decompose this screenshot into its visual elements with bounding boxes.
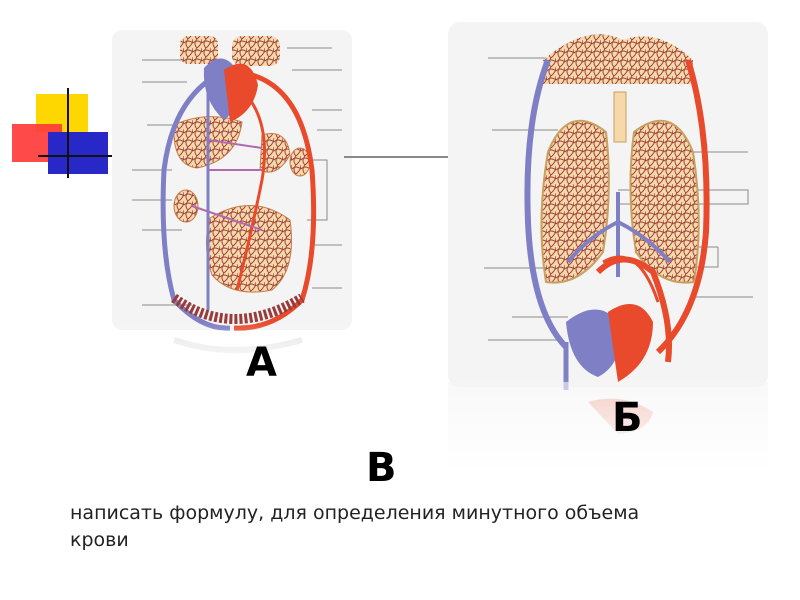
- figure-a-label: А: [246, 340, 277, 386]
- section-v-label: В: [366, 445, 397, 491]
- decorative-squares: [10, 88, 122, 180]
- deco-blue-square: [48, 132, 108, 174]
- pulmonary-circulation-diagram: [448, 22, 768, 472]
- task-text: написать формулу, для определения минутн…: [70, 500, 690, 554]
- systemic-circulation-diagram: [112, 30, 352, 410]
- connector-line: [344, 156, 450, 158]
- figure-b-label: Б: [612, 395, 643, 441]
